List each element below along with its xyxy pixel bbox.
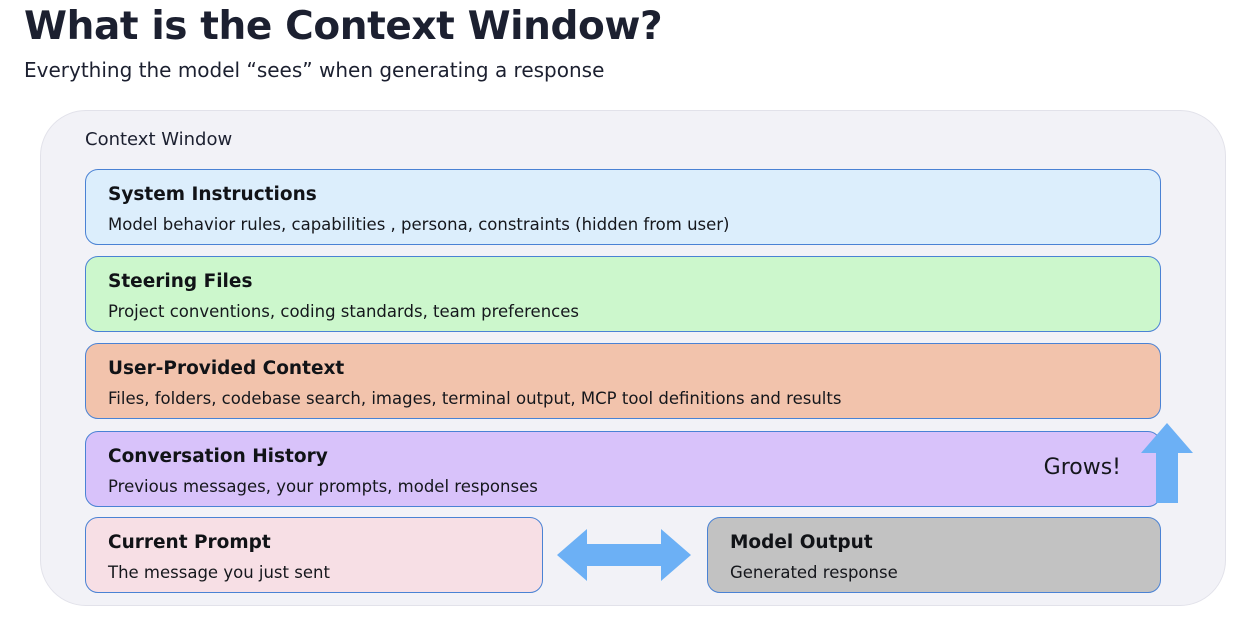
layer-system-instructions[interactable]: System Instructions Model behavior rules…	[85, 169, 1161, 245]
layer-title: Conversation History	[108, 446, 328, 467]
layer-title: User-Provided Context	[108, 358, 345, 379]
layer-user-provided-context[interactable]: User-Provided Context Files, folders, co…	[85, 343, 1161, 419]
page-title: What is the Context Window?	[24, 4, 663, 49]
layer-title: Steering Files	[108, 271, 253, 292]
layer-description: Model behavior rules, capabilities , per…	[108, 215, 730, 235]
context-window-panel: Context Window System Instructions Model…	[40, 110, 1226, 606]
header: What is the Context Window? Everything t…	[24, 4, 1214, 82]
grows-label: Grows!	[1043, 455, 1121, 480]
arrow-left-right-icon	[557, 529, 691, 581]
layer-description: The message you just sent	[108, 563, 330, 583]
layer-title: Current Prompt	[108, 532, 271, 553]
layer-description: Project conventions, coding standards, t…	[108, 302, 579, 322]
layer-title: System Instructions	[108, 184, 317, 205]
layer-description: Files, folders, codebase search, images,…	[108, 389, 842, 409]
context-window-label: Context Window	[85, 129, 233, 150]
arrow-up-icon	[1141, 423, 1193, 503]
layer-current-prompt[interactable]: Current Prompt The message you just sent	[85, 517, 543, 593]
layer-title: Model Output	[730, 532, 873, 553]
layer-steering-files[interactable]: Steering Files Project conventions, codi…	[85, 256, 1161, 332]
layer-model-output[interactable]: Model Output Generated response	[707, 517, 1161, 593]
layer-description: Generated response	[730, 563, 898, 583]
layer-conversation-history[interactable]: Conversation History Previous messages, …	[85, 431, 1161, 507]
layer-description: Previous messages, your prompts, model r…	[108, 477, 538, 497]
page-subtitle: Everything the model “sees” when generat…	[24, 58, 605, 83]
